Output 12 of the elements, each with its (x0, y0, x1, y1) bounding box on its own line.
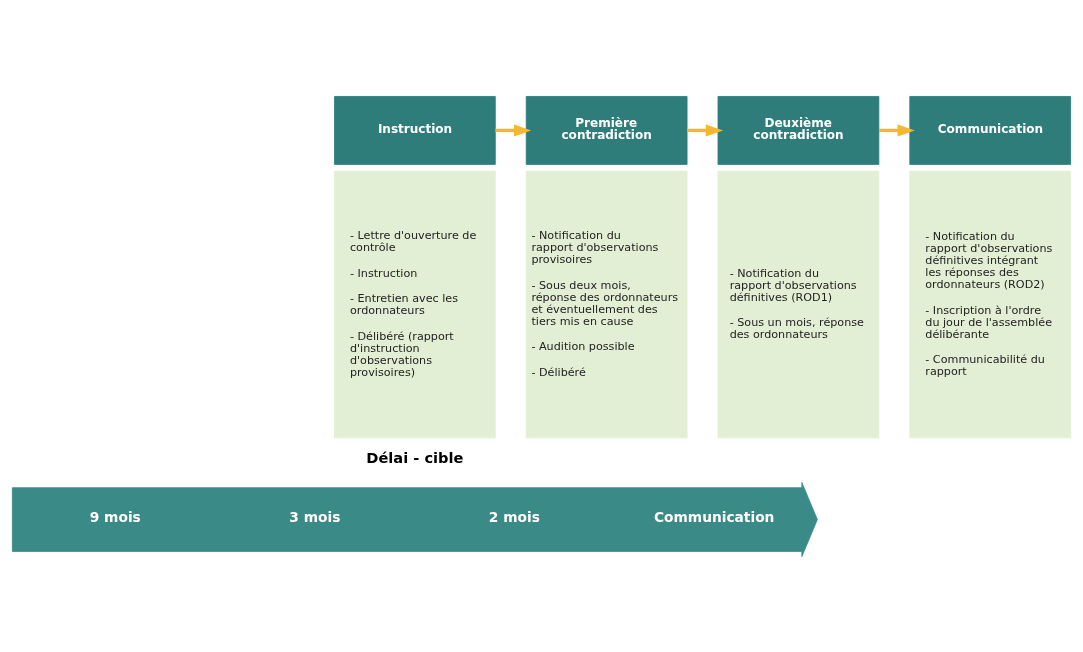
arrow (878, 123, 915, 136)
node-box: Instruction (334, 95, 496, 165)
node-box: - Notification du rapport d'observations définitives (ROD1) - Sous un mois, réponse des ordonnateurs (717, 170, 880, 438)
node-box: - Lettre d'ouverture de contrôle - Instruction - Entretien avec les ordonnateurs - Délibéré (rapport d'instruction d'observations provisoires) (334, 170, 496, 438)
node-box: Première contradiction (525, 95, 688, 165)
node-box: Deuxième contradiction (717, 95, 880, 165)
node-box: Communication (909, 95, 1072, 165)
arrow (495, 123, 532, 136)
arrow (687, 123, 724, 136)
label: Délai - cible (366, 448, 464, 466)
node-box: - Notification du rapport d'observations provisoires - Sous deux mois, réponse des ordonnateurs et éventuellement des tiers mis en cause - Audition possible - Délibéré (525, 170, 688, 438)
node-box: - Notification du rapport d'observations définitives intégrant les réponses des ordonnateurs (ROD2) - Inscription à l'ordre du jour de l'assemblée délibérante - Communicabilité du rapport (909, 170, 1072, 438)
